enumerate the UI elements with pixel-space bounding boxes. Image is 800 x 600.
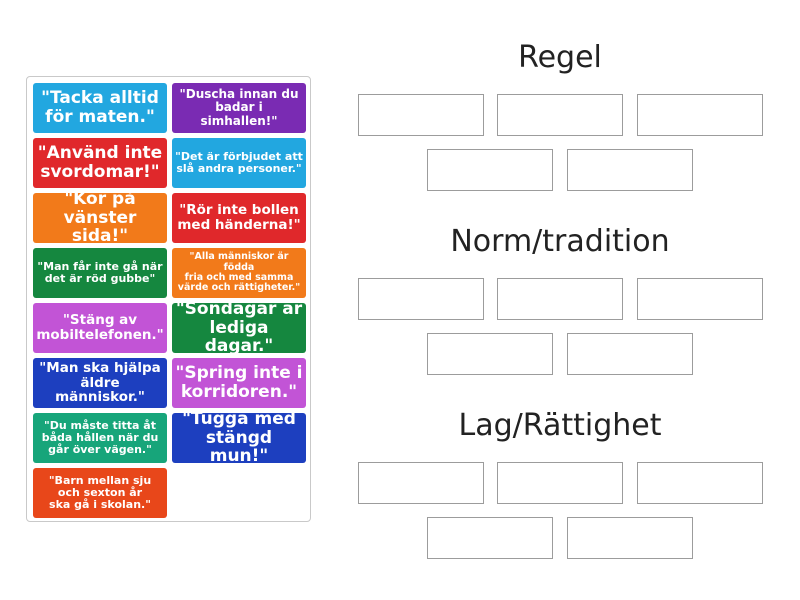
drop-slot[interactable] — [497, 94, 623, 136]
card-hjalpa-aldre[interactable]: "Man ska hjälpa äldre människor." — [33, 358, 167, 408]
group-title-lag-rattighet: Lag/Rättighet — [458, 408, 662, 443]
card-duscha-innan[interactable]: "Duscha innan du badar i simhallen!" — [172, 83, 306, 133]
drop-slot[interactable] — [497, 462, 623, 504]
card-stang-av-mobil[interactable]: "Stäng av mobiltelefonen." — [33, 303, 167, 353]
card-sondagar-lediga[interactable]: "Söndagar är lediga dagar." — [172, 300, 306, 356]
drop-slot[interactable] — [497, 278, 623, 320]
card-tugga-med-stangd-mun[interactable]: "Tugga med stängd mun!" — [172, 410, 306, 466]
card-titta-at-bada[interactable]: "Du måste titta åt båda hållen när du gå… — [33, 413, 167, 463]
drop-slot[interactable] — [427, 517, 553, 559]
card-tacka-alltid[interactable]: "Tacka alltid för maten." — [33, 83, 167, 133]
card-ror-inte-bollen[interactable]: "Rör inte bollen med händerna!" — [172, 193, 306, 243]
drop-slot[interactable] — [358, 94, 484, 136]
drop-slot[interactable] — [427, 333, 553, 375]
drop-slot[interactable] — [567, 517, 693, 559]
drop-slot[interactable] — [637, 94, 763, 136]
card-spring-inte[interactable]: "Spring inte i korridoren." — [172, 358, 306, 408]
group-title-regel: Regel — [518, 40, 602, 75]
drop-slot[interactable] — [358, 462, 484, 504]
drop-slot[interactable] — [358, 278, 484, 320]
card-barn-skolan[interactable]: "Barn mellan sju och sexton år ska gå i … — [33, 468, 167, 518]
group-title-norm-tradition: Norm/tradition — [450, 224, 670, 259]
card-anvand-inte-svordomar[interactable]: "Använd inte svordomar!" — [33, 138, 167, 188]
card-rod-gubbe[interactable]: "Man får inte gå när det är röd gubbe" — [33, 248, 167, 298]
card-pool: "Tacka alltid för maten." "Duscha innan … — [26, 76, 311, 522]
card-alla-manniskor[interactable]: "Alla människor är födda fria och med sa… — [172, 248, 306, 298]
drop-slot[interactable] — [567, 149, 693, 191]
drop-slot[interactable] — [637, 462, 763, 504]
drop-slot[interactable] — [637, 278, 763, 320]
drop-slot[interactable] — [427, 149, 553, 191]
card-kor-pa-vanster[interactable]: "Kör på vänster sida!" — [33, 190, 167, 246]
card-forbjudet-sla[interactable]: "Det är förbjudet att slå andra personer… — [172, 138, 306, 188]
drop-slot[interactable] — [567, 333, 693, 375]
